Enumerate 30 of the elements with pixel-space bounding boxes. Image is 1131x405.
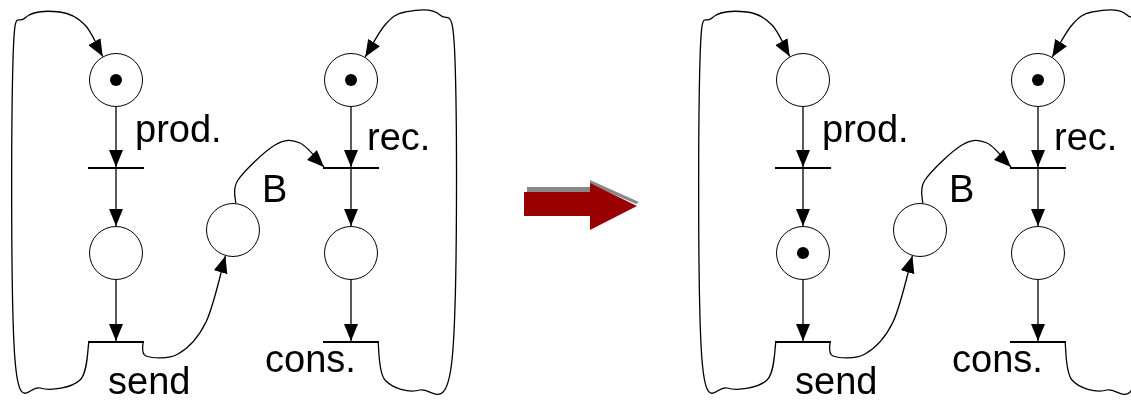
arc-arrow [828, 255, 915, 359]
arc-arrow [233, 139, 325, 204]
transition-label: B [949, 170, 975, 208]
arc-arrow [796, 166, 810, 227]
transition-label: B [262, 170, 288, 208]
transition-label: send [108, 362, 191, 400]
transition-label: send [795, 362, 878, 400]
transition-label: rec. [367, 118, 431, 156]
arc-arrow [1031, 279, 1045, 342]
arc-arrow [141, 255, 228, 359]
transition-label: cons. [265, 340, 356, 378]
arc-arrow [11, 10, 104, 394]
arc-arrow [1031, 106, 1045, 168]
arc-arrow [364, 9, 458, 396]
arc-arrow [109, 166, 123, 227]
arc-arrow [1031, 166, 1045, 227]
arc-arrow [109, 279, 123, 342]
arc-arrow [344, 106, 358, 168]
transition-label: prod. [822, 110, 909, 148]
arc-arrow [344, 279, 358, 342]
arc-arrow [796, 106, 810, 168]
arc-arrow [920, 139, 1012, 204]
arc-arrow [796, 279, 810, 342]
arc-arrow [698, 10, 791, 394]
arc-arrow [109, 106, 123, 168]
transition-label: rec. [1054, 118, 1118, 156]
arc-arrow [344, 166, 358, 227]
arc-arrow [1051, 9, 1131, 396]
transition-label: cons. [952, 340, 1043, 378]
transition-label: prod. [135, 110, 222, 148]
